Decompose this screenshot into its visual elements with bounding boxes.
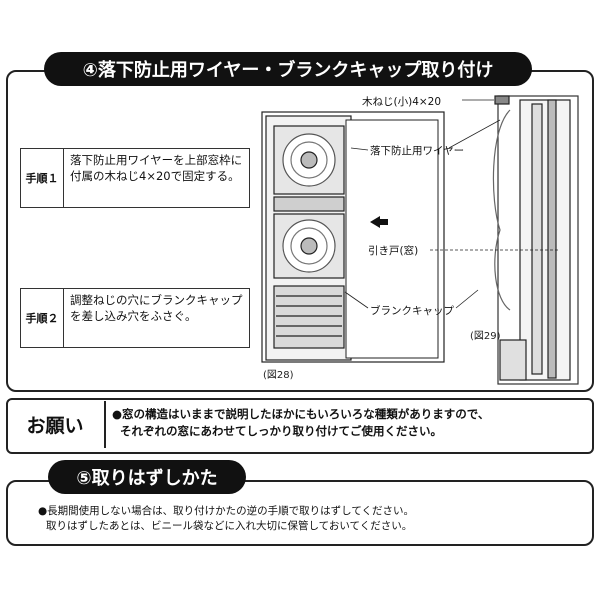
fig28-label: (図28) (263, 370, 294, 381)
fig29-label: (図29) (470, 331, 501, 342)
section5-line2: 取りはずしたあとは、ビニール袋などに入れ大切に保管しておいてください。 (46, 520, 413, 533)
request-label: お願い (26, 414, 84, 437)
section5-text: ●長期間使用しない場合は、取り付けかたの逆の手順で取りはずしてください。 取りは… (38, 504, 414, 534)
request-line1: ●窓の構造はいままで説明したほかにもいろいろな種類がありますので、 (112, 407, 490, 421)
section4-heading: ④落下防止用ワイヤー・ブランクキャップ取り付け (44, 52, 532, 86)
callout-sliding-door: 引き戸(窓) (368, 245, 419, 257)
step2-text-line2: を差し込み穴をふさぐ。 (70, 308, 197, 323)
step2-label: 手順２ (21, 289, 64, 347)
step2-row: 手順２ 調整ねじの穴にブランクキャップ を差し込み穴をふさぐ。 (20, 288, 250, 348)
section5-line1: ●長期間使用しない場合は、取り付けかたの逆の手順で取りはずしてください。 (38, 505, 415, 517)
step1-row: 手順１ 落下防止用ワイヤーを上部窓枠に 付属の木ねじ4×20で固定する。 (20, 148, 250, 208)
step2-text: 調整ねじの穴にブランクキャップ を差し込み穴をふさぐ。 (64, 289, 249, 347)
step1-text-line1: 落下防止用ワイヤーを上部窓枠に (70, 153, 243, 167)
request-divider (104, 401, 106, 448)
step1-text: 落下防止用ワイヤーを上部窓枠に 付属の木ねじ4×20で固定する。 (64, 149, 248, 207)
step1-label: 手順１ (21, 149, 64, 207)
step2-text-line1: 調整ねじの穴にブランクキャップ (70, 293, 243, 307)
callout-leaders (344, 99, 560, 309)
request-text: ●窓の構造はいままで説明したほかにもいろいろな種類がありますので、 それぞれの窓… (112, 406, 489, 439)
section5-heading: ⑤取りはずしかた (48, 460, 246, 494)
request-line2: それぞれの窓にあわせてしっかり取り付けてご使用ください。 (120, 423, 442, 438)
section5-title: ⑤取りはずしかた (76, 468, 218, 489)
step1-text-line2: 付属の木ねじ4×20で固定する。 (70, 168, 240, 183)
section4-title: ④落下防止用ワイヤー・ブランクキャップ取り付け (82, 60, 494, 81)
callout-wire: 落下防止用ワイヤー (370, 145, 465, 157)
callout-screw: 木ねじ(小)4×20 (362, 96, 442, 108)
fig29-drawing (492, 95, 579, 385)
callout-blank-cap: ブランクキャップ (370, 305, 454, 317)
fig28-drawing (261, 111, 445, 363)
